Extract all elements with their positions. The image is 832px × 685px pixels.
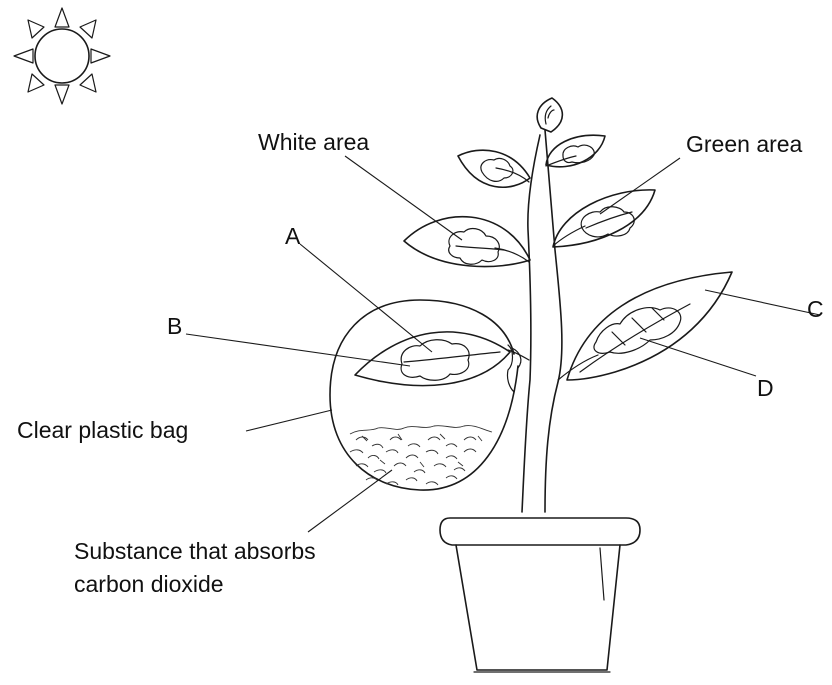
upper-left-leaf [458,150,530,187]
label-a: A [285,223,301,249]
leader-lines [186,156,820,532]
sun-icon [14,8,110,104]
label-b-leader [186,334,410,366]
top-bud-leaf [537,98,562,132]
white-area-leaf [404,217,530,267]
green-area-leaf [553,190,655,247]
green-area-leader [600,158,680,214]
substance-label-line2: carbon dioxide [74,571,224,597]
bag-label: Clear plastic bag [17,417,188,443]
labels: White area Green area A B C D Clear plas… [17,129,824,597]
substance-leader [308,470,392,532]
green-area-label: Green area [686,131,803,157]
label-c-leader [705,290,820,315]
label-b: B [167,313,182,339]
clear-plastic-bag [330,300,521,490]
substance-label-line1: Substance that absorbs [74,538,316,564]
bagged-leaf [355,332,510,386]
white-area-leader [345,156,462,240]
label-c: C [807,296,824,322]
leaf-c-d [567,272,732,380]
label-d-leader [640,338,756,376]
bag-leader [246,410,332,431]
label-a-leader [300,244,432,352]
plant-pot [440,518,640,672]
white-area-label: White area [258,129,369,155]
label-d: D [757,375,774,401]
